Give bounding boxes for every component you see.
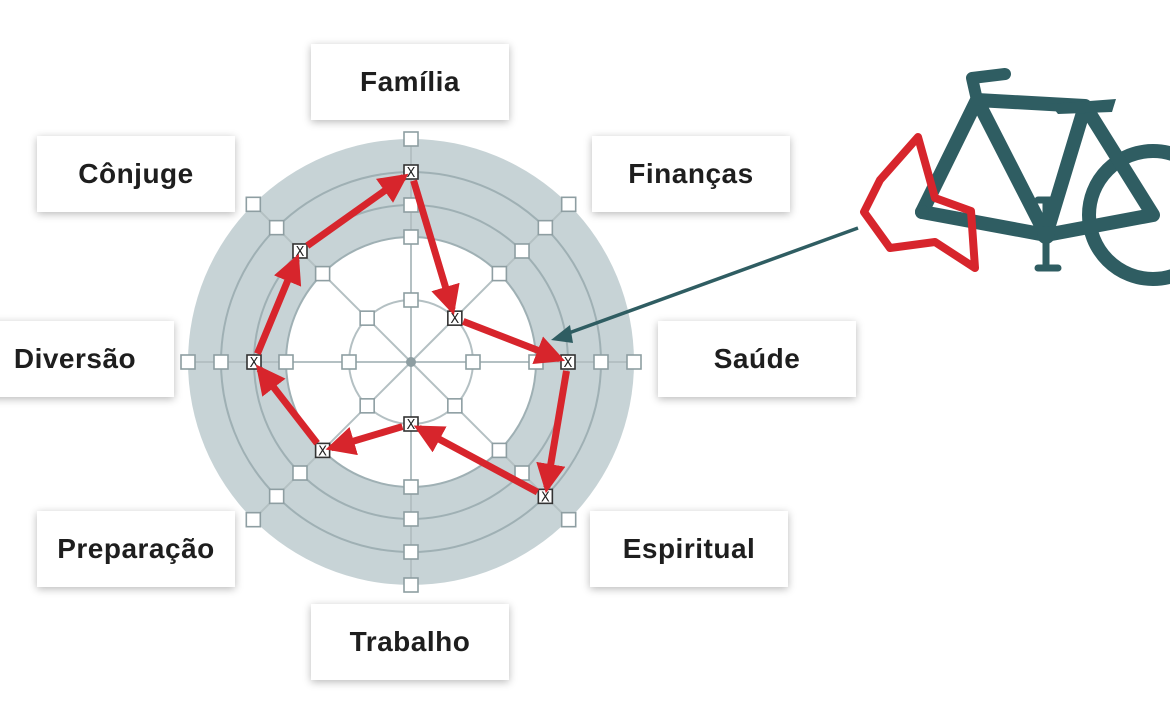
bicycle-seat — [1050, 99, 1116, 114]
scale-marker-preparacao-3[interactable] — [292, 465, 308, 481]
axis-label-diversao: Diversão — [0, 321, 174, 397]
scale-marker-financas-2[interactable] — [491, 265, 508, 282]
scale-marker-espiritual-1[interactable] — [447, 398, 463, 414]
scale-marker-conjuge-2[interactable] — [314, 265, 331, 282]
bicycle-crank — [1037, 226, 1055, 244]
scale-marker-familia-1[interactable] — [403, 292, 419, 308]
pointer-arrow — [551, 226, 859, 343]
svg-text:X: X — [407, 166, 416, 181]
path-arrow-to-espiritual — [536, 370, 570, 494]
scale-marker-preparacao-5[interactable] — [245, 511, 262, 528]
scale-marker-saude-5[interactable] — [626, 354, 642, 370]
path-arrow-to-diversao — [255, 364, 320, 446]
selected-marker-financas[interactable]: X — [447, 310, 463, 327]
scale-marker-saude-2[interactable] — [528, 354, 544, 370]
path-arrow-to-familia — [305, 173, 409, 249]
scale-marker-preparacao-4[interactable] — [268, 488, 285, 505]
wheel-center — [406, 357, 416, 367]
scale-marker-trabalho-4[interactable] — [403, 544, 419, 560]
selected-marker-familia[interactable]: X — [403, 164, 419, 181]
scale-marker-diversao-2[interactable] — [278, 354, 294, 370]
scale-marker-espiritual-2[interactable] — [491, 442, 508, 459]
scale-marker-trabalho-3[interactable] — [403, 511, 419, 527]
scale-marker-trabalho-5[interactable] — [403, 577, 419, 593]
axis-label-financas: Finanças — [592, 136, 790, 212]
selected-marker-diversao[interactable]: X — [246, 354, 262, 371]
irregular-wheel-hub — [915, 205, 929, 219]
irregular-wheel-icon — [860, 133, 979, 272]
scale-marker-preparacao-1[interactable] — [359, 398, 375, 414]
scale-marker-familia-5[interactable] — [403, 131, 419, 147]
path-arrow-to-financas — [410, 179, 460, 316]
bicycle-frame — [915, 93, 1160, 242]
evaluation-path — [254, 173, 570, 496]
scale-marker-conjuge-1[interactable] — [359, 310, 375, 326]
axis-label-trabalho: Trabalho — [311, 604, 509, 680]
scale-marker-familia-2[interactable] — [403, 229, 419, 245]
selected-marker-trabalho[interactable]: X — [403, 416, 419, 433]
scale-marker-conjuge-4[interactable] — [268, 219, 285, 236]
selected-marker-espiritual[interactable]: X — [537, 488, 554, 505]
svg-text:X: X — [407, 418, 416, 433]
scale-marker-diversao-5[interactable] — [180, 354, 196, 370]
path-arrow-to-conjuge — [254, 253, 302, 356]
path-arrow-to-trabalho — [413, 425, 540, 496]
bicycle-rear-wheel — [1082, 144, 1170, 286]
selected-marker-preparacao[interactable]: X — [314, 442, 331, 459]
svg-text:X: X — [450, 312, 459, 327]
axis-label-espiritual: Espiritual — [590, 511, 788, 587]
path-arrow-to-saude — [461, 318, 566, 364]
axis-label-familia: Família — [311, 44, 509, 120]
scale-marker-financas-5[interactable] — [560, 196, 577, 213]
axis-label-preparacao: Preparação — [37, 511, 235, 587]
scale-marker-financas-4[interactable] — [537, 219, 554, 236]
bicycle-icon — [860, 68, 1170, 286]
svg-text:X: X — [250, 356, 259, 371]
scale-marker-saude-4[interactable] — [593, 354, 609, 370]
scale-marker-conjuge-5[interactable] — [245, 196, 262, 213]
selected-marker-saude[interactable]: X — [560, 354, 576, 371]
axis-label-saude: Saúde — [658, 321, 856, 397]
selected-marker-conjuge[interactable]: X — [292, 243, 308, 260]
scale-marker-diversao-4[interactable] — [213, 354, 229, 370]
svg-text:X: X — [318, 444, 327, 459]
scale-marker-espiritual-5[interactable] — [560, 511, 577, 528]
scale-marker-trabalho-2[interactable] — [403, 479, 419, 495]
svg-text:X: X — [541, 490, 550, 505]
scale-marker-financas-3[interactable] — [514, 243, 530, 259]
bicycle-handlebar — [966, 68, 1011, 106]
axis-label-conjuge: Cônjuge — [37, 136, 235, 212]
scale-marker-saude-1[interactable] — [465, 354, 481, 370]
scale-markers: X X X X X X X X — [180, 131, 642, 593]
scale-marker-diversao-1[interactable] — [341, 354, 357, 370]
svg-text:X: X — [564, 356, 573, 371]
path-arrow-to-preparacao — [325, 423, 404, 456]
svg-text:X: X — [296, 245, 305, 260]
